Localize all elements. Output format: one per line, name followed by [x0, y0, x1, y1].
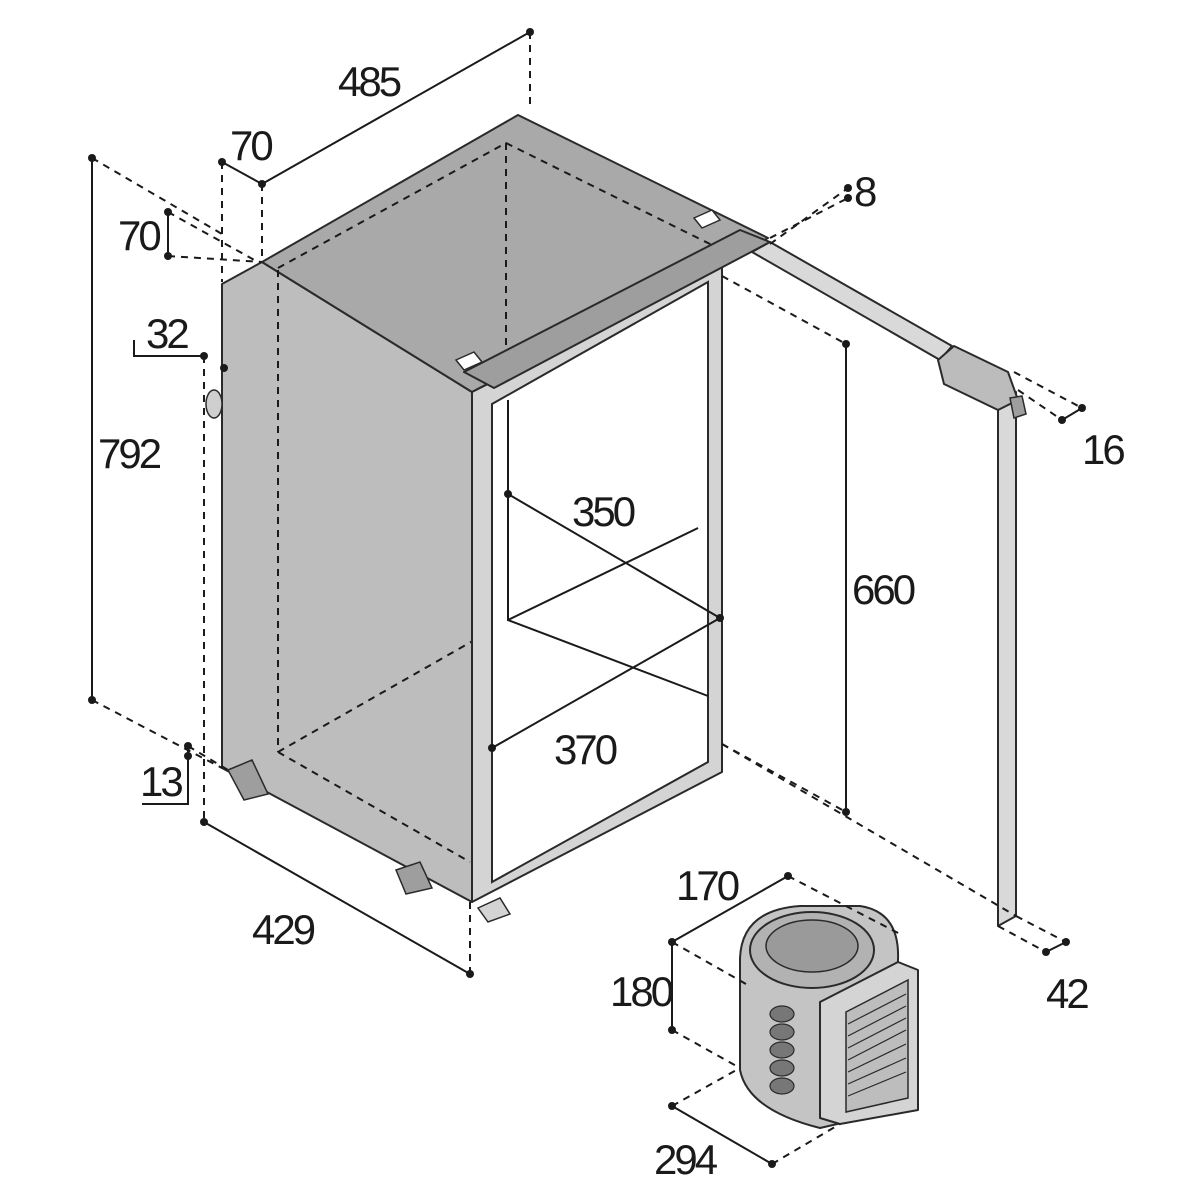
condenser-coil-icon [769, 1005, 795, 1095]
dim-label-485: 485 [338, 58, 401, 105]
dim-label-294: 294 [654, 1136, 718, 1183]
fridge-body [205, 114, 771, 923]
dim-label-170: 170 [676, 862, 739, 909]
dim-label-429: 429 [252, 906, 315, 953]
fridge-top-panel [261, 114, 769, 393]
front-opening [491, 280, 709, 884]
grille-slats-icon [847, 993, 907, 1097]
door-handle-icon [1009, 395, 1027, 419]
dim-label-42: 42 [1046, 970, 1088, 1017]
bottom-foot [226, 759, 270, 801]
dimension-endpoint-dots [88, 28, 1086, 1168]
dim-label-350: 350 [572, 488, 635, 535]
fridge-door [751, 241, 1027, 927]
door-panel [997, 391, 1017, 927]
dim-label-370: 370 [554, 726, 617, 773]
dim-label-13: 13 [140, 758, 182, 805]
dim-label-8: 8 [854, 168, 876, 215]
dim-label-180: 180 [610, 968, 673, 1015]
door-hinge [937, 345, 1019, 411]
bottom-foot [394, 861, 434, 895]
dim-label-70-left: 70 [118, 212, 160, 259]
dimension-labels: 485 70 70 8 32 792 16 350 660 370 13 429… [98, 58, 1127, 1183]
side-latch-icon [205, 389, 223, 419]
door-top-edge [751, 241, 953, 361]
compressor-unit [739, 905, 919, 1129]
dim-label-792: 792 [98, 430, 161, 477]
dim-label-16: 16 [1082, 426, 1124, 473]
dim-label-660: 660 [852, 566, 915, 613]
bottom-foot [476, 897, 512, 923]
top-mount-tab [692, 209, 722, 229]
dim-label-32: 32 [146, 310, 188, 357]
dim-label-70-top: 70 [230, 122, 272, 169]
